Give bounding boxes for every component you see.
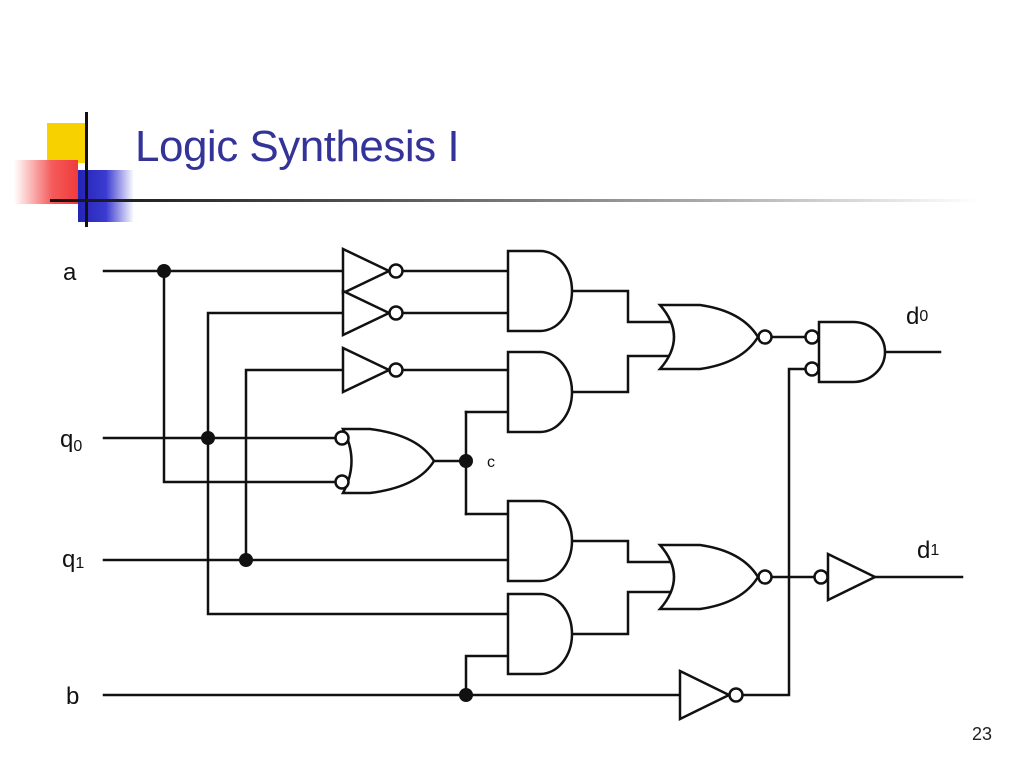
junction-q0 — [201, 431, 215, 445]
junction-a — [157, 264, 171, 278]
nor-gate-2 — [657, 543, 773, 611]
wire-notb-out — [740, 575, 791, 697]
page-number: 23 — [971, 724, 992, 744]
and-gate-3 — [506, 499, 574, 583]
title-underline — [50, 199, 980, 202]
and-gate-2 — [506, 350, 574, 434]
not-gate-b — [678, 668, 744, 722]
decor-yellow-square — [47, 123, 87, 163]
wire-and1-out — [570, 289, 672, 324]
wire-a — [102, 269, 345, 484]
wire-q1 — [102, 368, 510, 562]
junction-b — [459, 688, 473, 702]
wire-q0 — [102, 311, 510, 616]
and-gate-1 — [506, 249, 574, 333]
decor-vertical-line — [85, 112, 88, 227]
label-output-d0: d0 — [906, 303, 928, 330]
wire-and4-out — [570, 590, 672, 636]
junction-c — [459, 454, 473, 468]
wire-b — [102, 654, 682, 697]
label-node-c: c — [487, 454, 495, 471]
wire-and2-out — [570, 354, 672, 394]
and-gate-d0 — [804, 320, 887, 384]
or-gate-c — [334, 427, 436, 495]
label-input-q1: q1 — [62, 546, 84, 573]
slide-title: Logic Synthesis I — [135, 122, 460, 171]
not-gate-q0 — [341, 289, 404, 337]
not-gate-a — [341, 247, 404, 295]
nor-gate-1 — [657, 303, 773, 371]
junction-q1 — [239, 553, 253, 567]
and-gate-4 — [506, 592, 574, 676]
label-input-b: b — [66, 683, 79, 710]
label-output-d1: d1 — [917, 537, 939, 564]
wire-nor2-up — [787, 367, 807, 579]
not-gate-q1 — [341, 346, 404, 394]
decor-red-square — [14, 160, 78, 204]
wire-and3-out — [570, 539, 672, 564]
inverting-buffer-d1 — [813, 551, 878, 603]
label-input-q0: q0 — [60, 426, 82, 455]
label-input-a: a — [63, 259, 77, 286]
